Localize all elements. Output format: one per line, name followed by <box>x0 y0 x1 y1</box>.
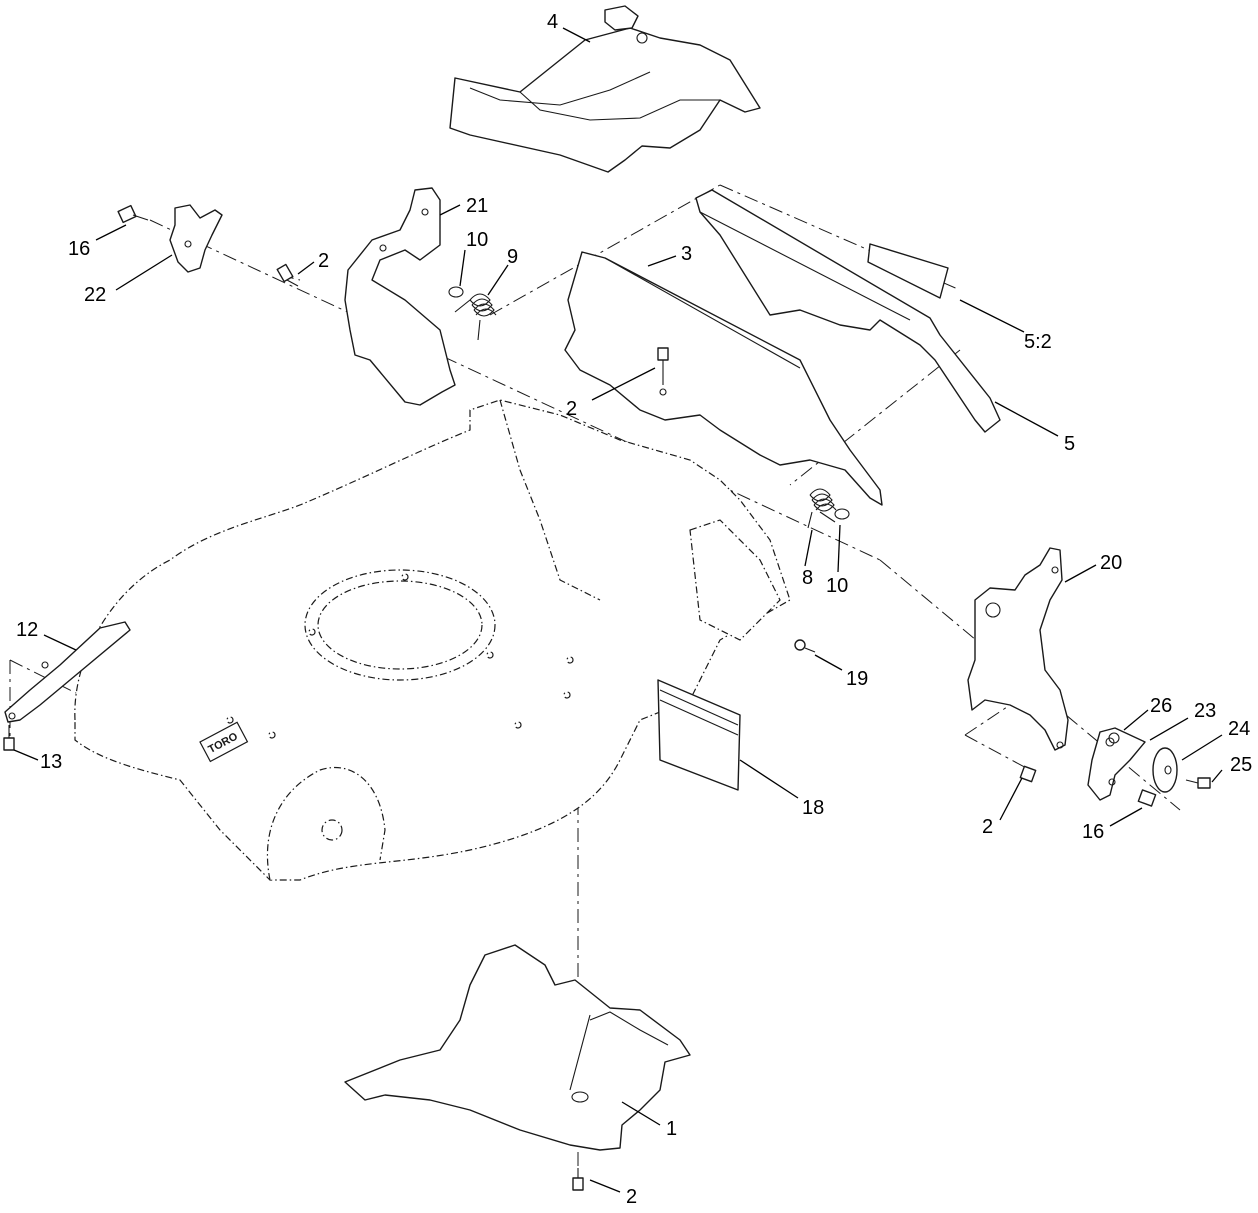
callout-2-right: 2 <box>982 816 993 838</box>
part-26-pin <box>1108 732 1120 744</box>
callout-20: 20 <box>1100 552 1122 574</box>
callout-12: 12 <box>16 619 38 641</box>
callout-25: 25 <box>1230 754 1252 776</box>
part-20-bracket <box>967 547 1069 751</box>
callout-10-right: 10 <box>826 575 848 597</box>
part-24-wheel <box>1152 747 1178 793</box>
mower-deck: TORO <box>74 399 791 881</box>
part-18-flap <box>657 679 741 791</box>
leader-lines <box>13 27 1223 1193</box>
callout-labels: 4 16 21 22 2 10 9 3 5:2 2 5 8 10 20 12 1… <box>16 11 1252 1208</box>
part-1-lower-chute <box>344 944 691 1151</box>
callout-8: 8 <box>802 567 813 589</box>
part-10-washer-left <box>448 286 464 298</box>
part-16-bolt-right <box>1137 789 1157 807</box>
callout-24: 24 <box>1228 718 1250 740</box>
part-25-bolt <box>1185 777 1211 789</box>
part-16-bolt-left <box>117 204 149 224</box>
callout-2-center: 2 <box>566 398 577 420</box>
part-23-lever <box>1087 727 1146 801</box>
part-8-spring-right <box>807 488 837 529</box>
part-12-bar <box>4 621 131 723</box>
part-10-washer-right <box>834 508 850 520</box>
callout-22: 22 <box>84 284 106 306</box>
part-2-bolt-center <box>657 347 669 396</box>
part-2-bolt-right <box>1019 765 1037 783</box>
callout-5-2: 5:2 <box>1024 331 1052 353</box>
part-19-screw <box>794 639 816 653</box>
callout-19: 19 <box>846 668 868 690</box>
part-5-handle <box>695 189 1001 433</box>
part-4-rear-cover <box>449 5 761 173</box>
part-13-screw <box>3 725 15 751</box>
callout-9: 9 <box>507 246 518 268</box>
callout-18: 18 <box>802 797 824 819</box>
part-2-bolt-bottom <box>572 1168 584 1191</box>
callout-2-bracket: 2 <box>318 250 329 272</box>
part-21-bracket <box>344 187 456 406</box>
callout-10-left: 10 <box>466 229 488 251</box>
part-2-bolt-bracket <box>276 263 299 287</box>
callout-2-bottom: 2 <box>626 1186 637 1208</box>
callout-16-right: 16 <box>1082 821 1104 843</box>
callout-4: 4 <box>547 11 558 33</box>
callout-16-left: 16 <box>68 238 90 260</box>
part-9-spring-left <box>454 293 497 341</box>
part-3-flap <box>564 251 883 506</box>
callout-26: 26 <box>1150 695 1172 717</box>
callout-21: 21 <box>466 195 488 217</box>
part-22-plate <box>169 204 223 273</box>
callout-1: 1 <box>666 1118 677 1140</box>
callout-23: 23 <box>1194 700 1216 722</box>
callout-3: 3 <box>681 243 692 265</box>
callout-5: 5 <box>1064 433 1075 455</box>
callout-13: 13 <box>40 751 62 773</box>
